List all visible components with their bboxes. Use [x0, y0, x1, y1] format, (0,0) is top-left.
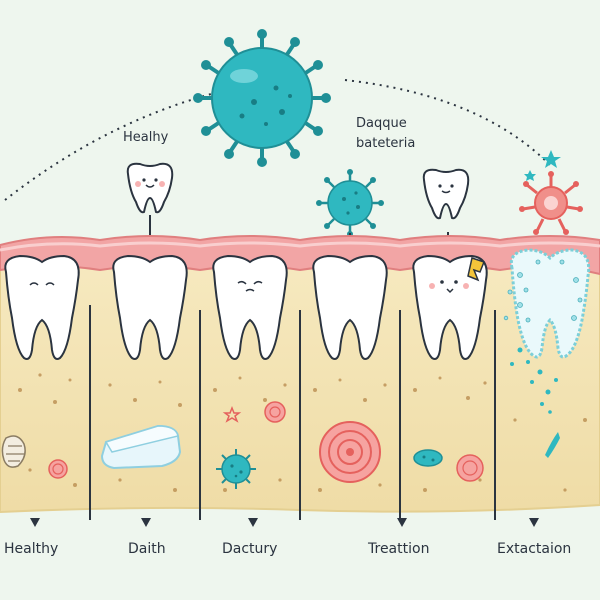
arrow-down-icon [30, 518, 40, 527]
tooth-icon-5 [412, 254, 488, 360]
large-spiral-icon [319, 421, 381, 483]
gum-highlight [0, 241, 600, 252]
stage-label-treatment: Treattion [368, 541, 430, 557]
arrow-down-icon [248, 518, 258, 527]
tooth-icon-1 [4, 254, 80, 360]
decayed-tooth-icon [503, 248, 591, 359]
spiral-icon [48, 459, 68, 479]
small-bacterium-icon [545, 432, 560, 458]
star-icon [222, 405, 242, 423]
tooth-icon-4 [312, 254, 388, 360]
small-tooth-icon-right [422, 168, 470, 220]
stage-label-2: Daith [128, 541, 166, 557]
stage-label-healthy: Healthy [4, 541, 59, 557]
spiral-icon [264, 401, 286, 423]
bacteria-particles [510, 347, 558, 414]
arrow-down-icon [141, 518, 151, 527]
blob-bacteria-icon [413, 449, 443, 467]
star-icon [541, 150, 561, 168]
pink-bacteria-icon [519, 171, 583, 235]
small-bacteria-icon [216, 449, 256, 489]
tablet-icon [100, 424, 182, 470]
bone-speckles [18, 373, 587, 492]
arrow-down-icon [397, 518, 407, 527]
stage-label-3: Dactury [222, 541, 278, 557]
label-bacteria: bateteria [356, 136, 416, 151]
arrow-down-icon [529, 518, 539, 527]
shell-icon [1, 435, 26, 468]
small-tooth-icon-left [126, 162, 174, 214]
large-bacteria-icon [193, 29, 331, 167]
tooth-icon-3 [212, 254, 288, 360]
label-plaque: Daqque [356, 116, 407, 131]
spiral-icon [456, 454, 484, 482]
cavity-icon [467, 257, 485, 282]
star-icon [524, 170, 536, 181]
gum-line [0, 235, 600, 276]
label-healthy-top: Healhy [123, 130, 169, 145]
stage-label-extraction: Extactaion [497, 541, 572, 557]
medium-bacteria-icon [316, 169, 384, 237]
tooth-icon-2 [112, 254, 188, 360]
